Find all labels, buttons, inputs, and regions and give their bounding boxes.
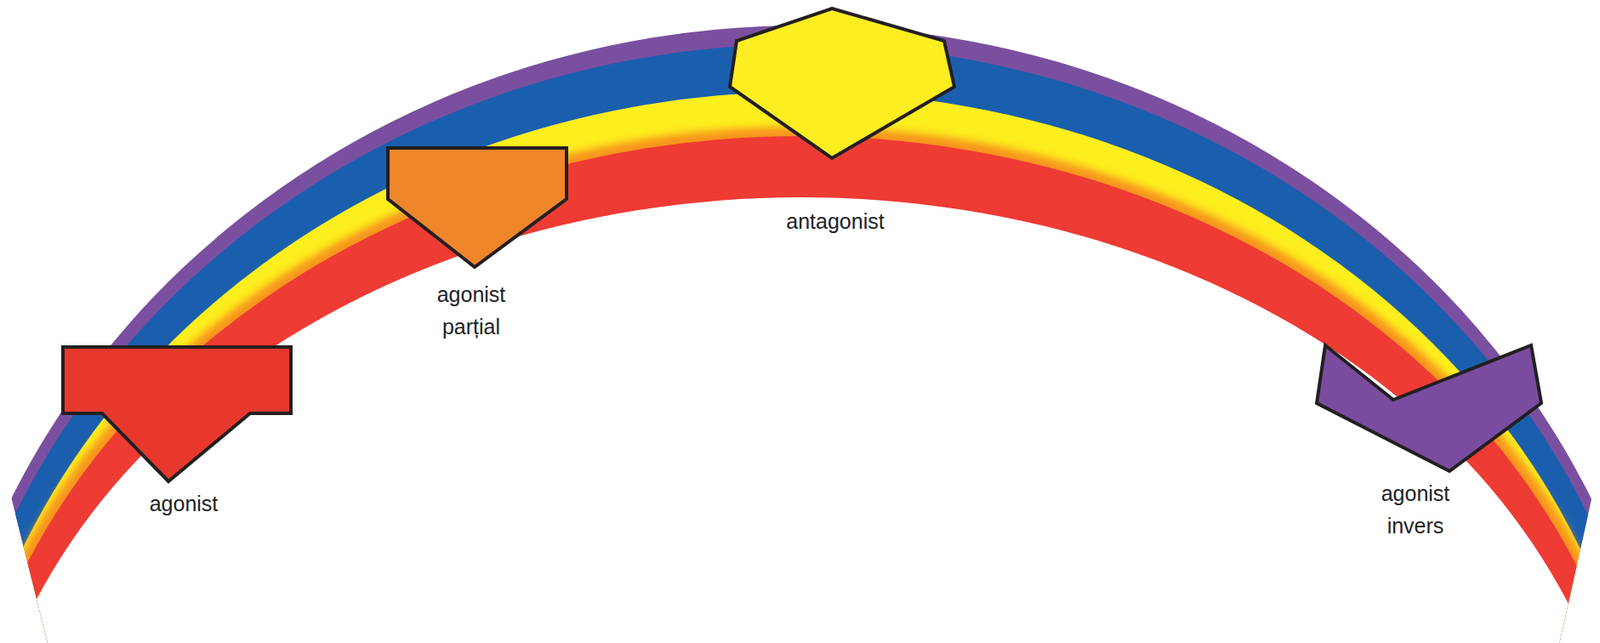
red-band xyxy=(0,136,1600,643)
ligand-shape: antagonist xyxy=(729,8,955,159)
ligand-outline xyxy=(387,148,567,268)
ligand-polygon xyxy=(387,148,567,268)
ligand-label: agonist xyxy=(147,487,222,520)
ligand-shape: agonist invers xyxy=(1316,345,1542,472)
ligand-label: agonist parțial xyxy=(417,278,525,343)
ligand-label: agonist invers xyxy=(1361,477,1470,542)
ligand-shape: agonist parțial xyxy=(387,148,567,268)
ligand-polygon xyxy=(729,8,955,159)
ligand-outline xyxy=(62,347,291,482)
ligand-polygon xyxy=(1316,345,1542,472)
ligand-label: antagonist xyxy=(783,204,887,238)
orange-blend xyxy=(0,136,1600,643)
ligand-shape: agonist xyxy=(62,347,291,482)
ligand-outline xyxy=(1316,345,1542,472)
ligand-outline xyxy=(729,8,955,159)
yellow-band xyxy=(0,91,1600,643)
ligand-polygon xyxy=(62,347,291,482)
arch-inner xyxy=(0,197,1600,643)
